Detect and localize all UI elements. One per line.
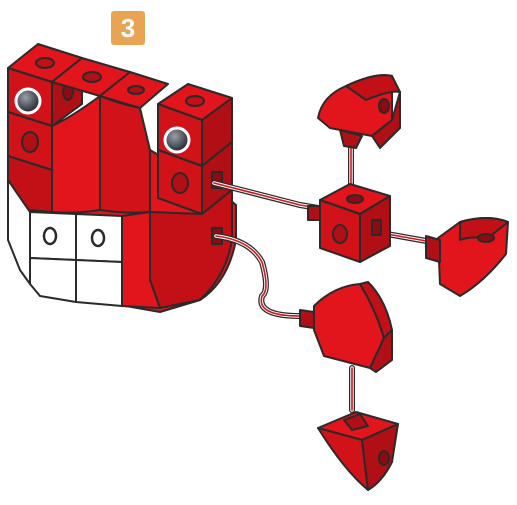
assembled-body xyxy=(8,44,236,312)
connector-lines xyxy=(214,140,432,410)
top-middle-cube-hole-2 xyxy=(128,86,144,94)
top-wedge-piece xyxy=(318,75,400,148)
curved-corner-piece xyxy=(300,282,392,372)
white-block-right-lower xyxy=(76,260,122,306)
top-middle-cube-hole xyxy=(83,72,101,82)
right-eye-ball-icon xyxy=(165,128,189,152)
step-number-badge: 3 xyxy=(111,11,145,45)
curved-panel-right xyxy=(100,96,150,213)
right-lower-cube-hole xyxy=(172,173,188,193)
left-eye-ball-icon xyxy=(16,89,40,113)
left-cube-top-hole xyxy=(36,58,54,68)
bottom-wedge-piece xyxy=(318,412,398,490)
white-block-left-lower xyxy=(30,258,76,302)
left-mid-cube-hole xyxy=(22,132,38,152)
right-cube-top-hole xyxy=(186,96,204,106)
right-wedge-piece xyxy=(426,218,508,296)
white-block-right-hole xyxy=(92,230,104,246)
white-block-left-hole xyxy=(44,228,56,244)
center-cube-piece xyxy=(308,184,390,262)
